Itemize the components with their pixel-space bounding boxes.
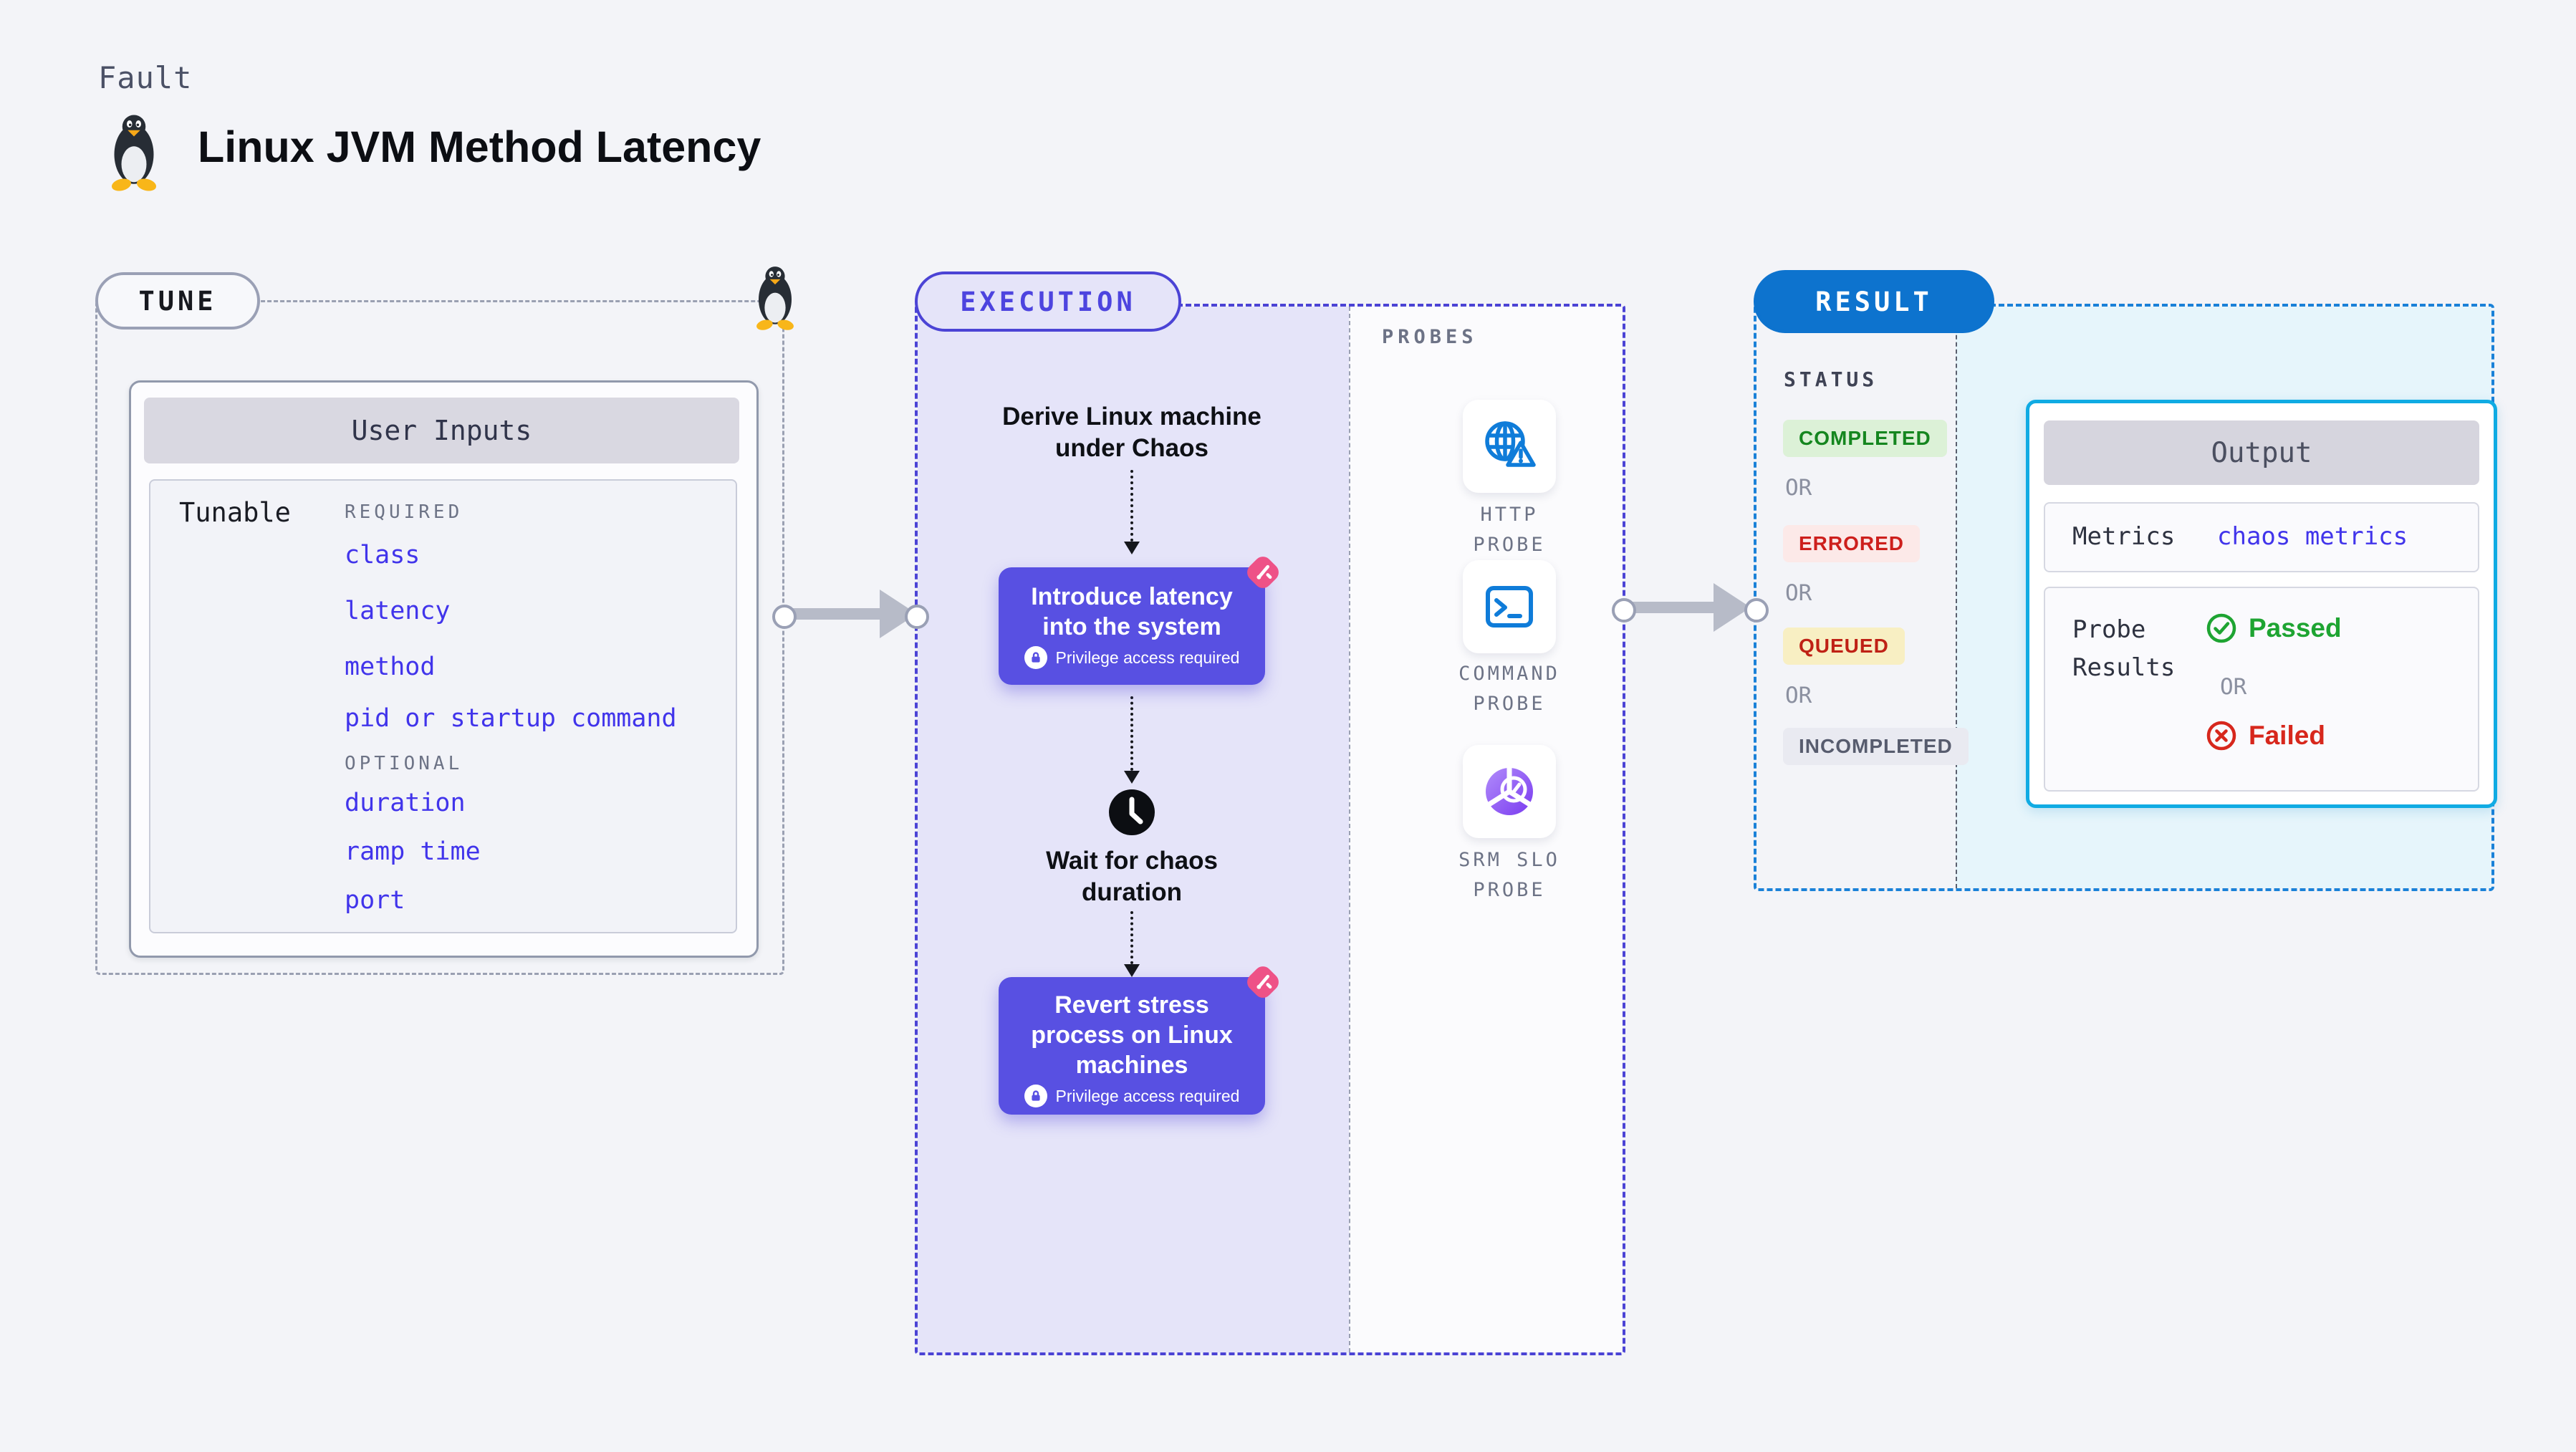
input-link-class[interactable]: class bbox=[345, 541, 420, 569]
dotted-connector-arrowhead bbox=[1124, 542, 1140, 554]
failed-result: Failed bbox=[2206, 720, 2325, 751]
revert-stress-card: Revert stress process on Linux machines … bbox=[999, 977, 1265, 1115]
probe-results-row bbox=[2044, 587, 2479, 792]
chaos-logo-badge-icon bbox=[1244, 963, 1282, 1001]
http-probe-card bbox=[1463, 400, 1556, 493]
command-probe-label: COMMAND PROBE bbox=[1458, 663, 1560, 715]
privilege-note: Privilege access required bbox=[1055, 648, 1240, 667]
status-badge-completed: COMPLETED bbox=[1783, 420, 1947, 457]
input-link-latency[interactable]: latency bbox=[345, 597, 451, 625]
tune-section-box bbox=[95, 300, 784, 975]
passed-label: Passed bbox=[2249, 613, 2342, 643]
input-link-ramp-time[interactable]: ramp time bbox=[345, 837, 481, 866]
probe-results-label: Probe Results bbox=[2072, 615, 2176, 682]
connector-node bbox=[1612, 598, 1636, 622]
execution-section-box bbox=[915, 304, 1625, 1355]
required-heading: REQUIRED bbox=[345, 501, 463, 523]
dotted-connector-arrowhead bbox=[1124, 771, 1140, 784]
introduce-latency-card: Introduce latency into the system Privil… bbox=[999, 567, 1265, 685]
or-label: OR bbox=[1785, 580, 1812, 606]
execution-section-label: EXECUTION bbox=[915, 271, 1181, 332]
x-circle-icon bbox=[2206, 721, 2236, 751]
tux-marker-icon bbox=[755, 266, 795, 331]
http-probe-label: HTTP PROBE bbox=[1473, 504, 1546, 556]
tunable-box bbox=[149, 479, 737, 933]
status-heading: STATUS bbox=[1784, 367, 1878, 391]
dotted-connector bbox=[1130, 470, 1133, 542]
connector-node bbox=[905, 605, 929, 629]
passed-result: Passed bbox=[2206, 612, 2342, 644]
wait-step-text: Wait for chaos duration bbox=[1046, 847, 1218, 907]
dotted-connector-arrowhead bbox=[1124, 964, 1140, 977]
clock-icon bbox=[1109, 789, 1155, 835]
optional-heading: OPTIONAL bbox=[345, 753, 463, 774]
input-link-duration[interactable]: duration bbox=[345, 789, 466, 817]
derive-step-text: Derive Linux machine under Chaos bbox=[1002, 403, 1261, 463]
linux-penguin-icon bbox=[110, 115, 158, 192]
dotted-connector bbox=[1130, 696, 1133, 771]
revert-stress-text: Revert stress process on Linux machines bbox=[1031, 991, 1233, 1080]
page-title: Linux JVM Method Latency bbox=[198, 122, 761, 171]
fault-kicker: Fault bbox=[98, 60, 193, 95]
input-link-port[interactable]: port bbox=[345, 886, 405, 915]
or-label: OR bbox=[1785, 683, 1812, 708]
command-probe-card bbox=[1463, 560, 1556, 653]
globe-alert-icon bbox=[1485, 421, 1536, 467]
input-link-method[interactable]: method bbox=[345, 653, 436, 681]
introduce-latency-text: Introduce latency into the system bbox=[1031, 583, 1233, 641]
or-label: OR bbox=[1785, 475, 1812, 501]
terminal-icon bbox=[1486, 586, 1533, 628]
connector-node bbox=[772, 605, 797, 629]
metrics-row bbox=[2044, 502, 2479, 572]
chaos-logo-badge-icon bbox=[1244, 553, 1282, 592]
tunable-label: Tunable bbox=[179, 497, 291, 528]
srm-slo-probe-label: SRM SLO PROBE bbox=[1458, 849, 1560, 901]
probes-heading: PROBES bbox=[1382, 326, 1478, 348]
status-badge-incompleted: INCOMPLETED bbox=[1783, 728, 1969, 765]
or-label: OR bbox=[2220, 674, 2247, 700]
srm-slo-probe-card bbox=[1463, 745, 1556, 838]
metrics-value-link[interactable]: chaos metrics bbox=[2217, 522, 2408, 551]
lock-icon bbox=[1024, 1085, 1047, 1108]
flow-arrow-execution-result bbox=[1632, 602, 1715, 613]
status-badge-queued: QUEUED bbox=[1783, 628, 1905, 665]
check-circle-icon bbox=[2206, 613, 2236, 643]
result-section-label: RESULT bbox=[1754, 270, 1994, 333]
input-link-pid-or-startup-command[interactable]: pid or startup command bbox=[345, 704, 677, 733]
slo-donut-icon bbox=[1486, 766, 1533, 815]
status-badge-errored: ERRORED bbox=[1783, 525, 1921, 562]
output-header: Output bbox=[2044, 420, 2479, 485]
privilege-note: Privilege access required bbox=[1055, 1086, 1240, 1105]
connector-node bbox=[1744, 598, 1769, 622]
failed-label: Failed bbox=[2249, 721, 2325, 750]
flow-arrow-tune-execution bbox=[792, 608, 883, 620]
lock-icon bbox=[1024, 646, 1047, 670]
tune-section-label: TUNE bbox=[95, 272, 260, 330]
dotted-connector bbox=[1130, 911, 1133, 964]
user-inputs-header: User Inputs bbox=[144, 398, 739, 463]
output-box: Output Metrics chaos metrics Probe Resul… bbox=[2026, 400, 2497, 808]
metrics-label: Metrics bbox=[2072, 522, 2176, 551]
